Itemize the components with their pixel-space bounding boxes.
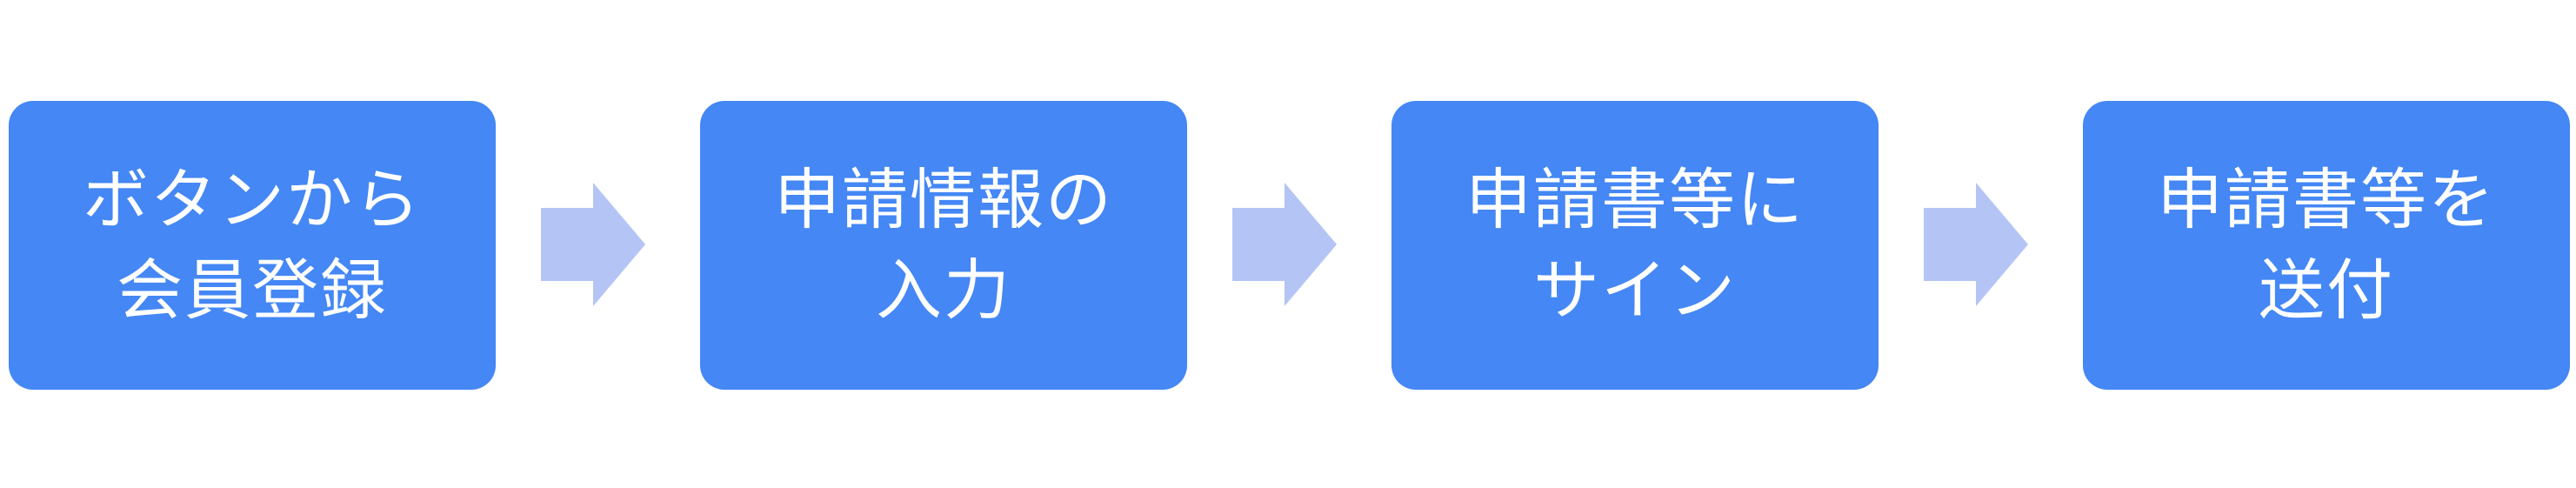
step-4-line-2: 送付: [2259, 251, 2394, 329]
step-2-line-2: 入力: [876, 251, 1011, 329]
step-4-box: 申請書等を 送付: [2083, 101, 2570, 390]
arrow-1-icon: [541, 183, 645, 306]
step-2-line-1: 申請情報の: [774, 161, 1113, 238]
arrow-3-icon: [1924, 183, 2028, 306]
step-1-box: ボタンから 会員登録: [9, 101, 496, 390]
step-3-line-2: サイン: [1533, 251, 1737, 329]
step-2-box: 申請情報の 入力: [700, 101, 1187, 390]
step-4-line-1: 申請書等を: [2157, 161, 2496, 238]
step-1-line-2: 会員登録: [117, 251, 388, 329]
step-3-line-1: 申請書等に: [1465, 161, 1805, 238]
step-3-box: 申請書等に サイン: [1391, 101, 1879, 390]
arrow-2-icon: [1232, 183, 1337, 306]
step-1-line-1: ボタンから: [83, 161, 422, 238]
